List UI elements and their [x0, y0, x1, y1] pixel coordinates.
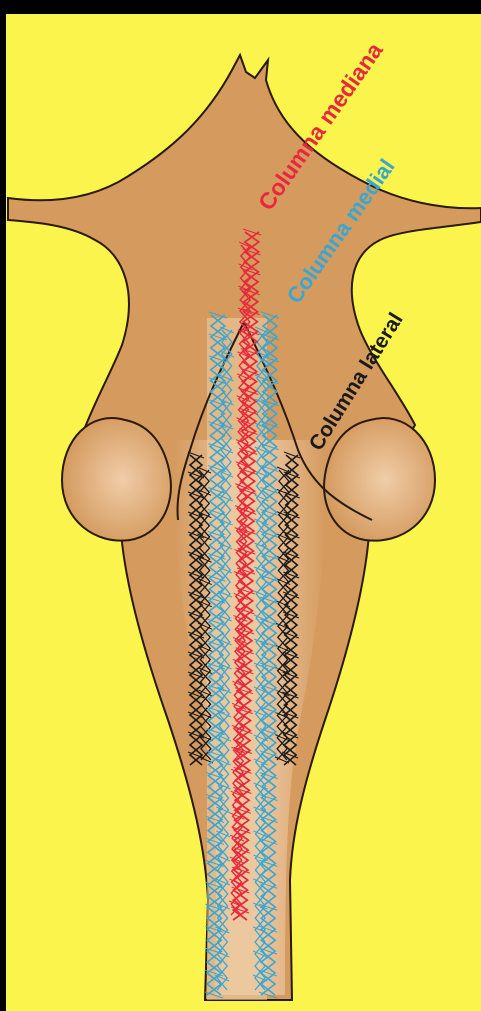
right-lateral-lobe: [324, 418, 435, 541]
corner-notch: [0, 0, 16, 14]
left-lateral-lobe: [62, 418, 171, 541]
corner-mark: [0, 0, 6, 1011]
